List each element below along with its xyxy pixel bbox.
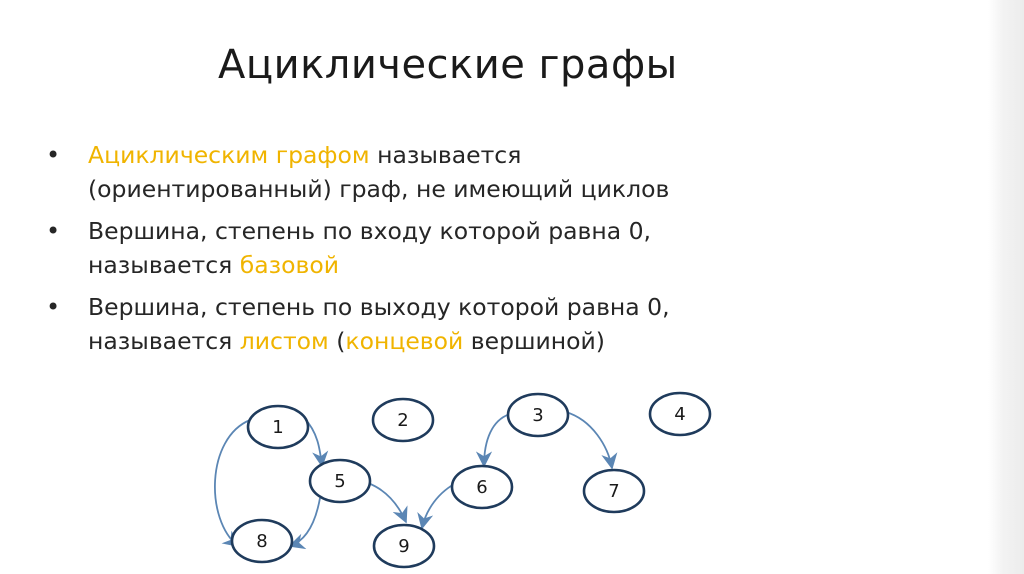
graph-node-8: 8 xyxy=(230,518,294,564)
graph-node-5: 5 xyxy=(308,458,372,504)
term-highlight: Ациклическим графом xyxy=(88,141,370,169)
bullet-item: • Вершина, степень по входу которой равн… xyxy=(46,214,946,282)
bullet-dot: • xyxy=(46,217,61,245)
bullet-item: • Ациклическим графом называется (ориент… xyxy=(46,138,946,206)
node-label: 8 xyxy=(256,531,267,552)
graph-node-9: 9 xyxy=(372,523,436,569)
node-circle xyxy=(246,404,310,450)
slide-edge-shadow xyxy=(988,0,1024,574)
node-label: 6 xyxy=(476,477,487,498)
graph-node-1: 1 xyxy=(246,404,310,450)
bullet-dot: • xyxy=(46,141,61,169)
edge-3-to-7 xyxy=(565,411,618,470)
bullet-text: вершиной) xyxy=(463,327,605,355)
graph-node-3: 3 xyxy=(506,392,570,438)
graph-node-7: 7 xyxy=(582,468,646,514)
node-label: 5 xyxy=(334,471,345,492)
bullet-item: • Вершина, степень по выходу которой рав… xyxy=(46,290,946,358)
node-circle xyxy=(648,391,712,437)
edge-5-to-8 xyxy=(288,497,321,550)
graph-nodes: 1 2 3 4 5 6 7 8 9 xyxy=(230,391,712,569)
edge-5-to-9 xyxy=(367,482,408,524)
node-label: 1 xyxy=(272,417,283,438)
edge-1-to-8 xyxy=(214,419,251,548)
graph-node-6: 6 xyxy=(450,464,514,510)
node-label: 4 xyxy=(674,404,685,425)
term-highlight: листом xyxy=(239,327,329,355)
term-highlight: базовой xyxy=(239,251,340,279)
node-label: 2 xyxy=(397,410,408,431)
bullet-text: называется xyxy=(88,327,240,355)
node-circle xyxy=(308,458,372,504)
node-circle xyxy=(230,518,294,564)
edge-3-to-6 xyxy=(475,413,511,468)
node-circle xyxy=(372,523,436,569)
graph-node-2: 2 xyxy=(371,397,435,443)
bullet-text: Вершина, степень по входу которой равна … xyxy=(88,217,652,245)
bullet-text: ( xyxy=(328,327,346,355)
bullet-list: • Ациклическим графом называется (ориент… xyxy=(46,138,946,366)
node-label: 3 xyxy=(532,405,543,426)
node-circle xyxy=(371,397,435,443)
slide-title: Ациклические графы xyxy=(218,42,678,88)
bullet-text: называется xyxy=(369,141,522,169)
node-label: 9 xyxy=(398,536,409,557)
node-circle xyxy=(506,392,570,438)
term-highlight: концевой xyxy=(345,327,464,355)
node-label: 7 xyxy=(608,481,619,502)
node-circle xyxy=(582,468,646,514)
graph-edges xyxy=(214,411,618,550)
node-circle xyxy=(450,464,514,510)
graph-node-4: 4 xyxy=(648,391,712,437)
bullet-text: (ориентированный) граф, не имеющий цикло… xyxy=(88,175,670,203)
bullet-text: Вершина, степень по выходу которой равна… xyxy=(88,293,670,321)
bullet-text: называется xyxy=(88,251,240,279)
bullet-dot: • xyxy=(46,293,61,321)
